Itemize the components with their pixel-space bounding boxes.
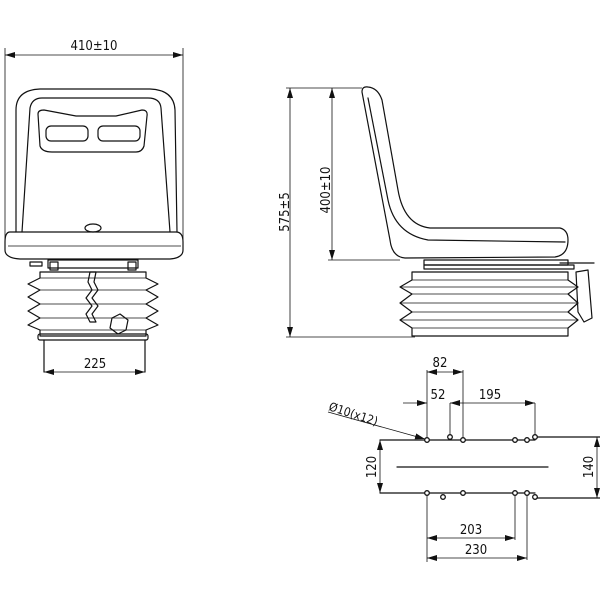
mounting-hole bbox=[460, 490, 466, 496]
mounting-hole bbox=[424, 490, 430, 496]
mounting-hole bbox=[532, 434, 538, 440]
dim-195-label: 195 bbox=[479, 388, 501, 403]
mounting-hole bbox=[424, 437, 430, 443]
mounting-hole bbox=[440, 494, 446, 500]
seat-back-outline bbox=[15, 88, 178, 233]
side-mount bbox=[423, 259, 595, 270]
handle-cutout bbox=[37, 109, 148, 153]
back-height-label: 400±10 bbox=[319, 167, 334, 214]
mounting-hole bbox=[512, 437, 518, 443]
handle-slot-left bbox=[45, 125, 89, 142]
dim-52-label: 52 bbox=[431, 388, 446, 403]
mounting-holes bbox=[424, 434, 538, 500]
seat-cushion bbox=[4, 231, 184, 260]
hole-note-label: Ø10(x12) bbox=[327, 400, 380, 429]
mounting-hole bbox=[447, 434, 453, 440]
mounting-hole bbox=[524, 490, 530, 496]
side-view: 575±5 400±10 bbox=[278, 86, 595, 338]
dim-140-label: 140 bbox=[582, 456, 597, 478]
bellows bbox=[27, 271, 159, 373]
height-adjust-lever bbox=[85, 271, 99, 323]
front-view: 410±10 225 bbox=[4, 39, 184, 375]
dim-203-label: 203 bbox=[460, 523, 482, 538]
mounting-hole bbox=[460, 437, 466, 443]
adjust-knob-icon bbox=[109, 313, 129, 335]
handle-slot-right bbox=[97, 125, 141, 142]
mounting-plan: 120 140 82 52 195 Ø10(x12) 203 230 bbox=[327, 356, 600, 562]
dim-230-label: 230 bbox=[465, 543, 487, 558]
mounting-hole bbox=[524, 437, 530, 443]
seat-profile bbox=[361, 86, 569, 259]
mounting-hole bbox=[532, 494, 538, 500]
dim-120-label: 120 bbox=[365, 456, 380, 478]
base-dimension-label: 225 bbox=[84, 357, 106, 372]
side-bellows bbox=[399, 271, 579, 337]
width-dimension-label: 410±10 bbox=[71, 39, 118, 54]
mounting-hole bbox=[512, 490, 518, 496]
suspension-mount bbox=[29, 259, 139, 271]
side-bracket bbox=[575, 269, 593, 323]
dim-82-label: 82 bbox=[433, 356, 448, 371]
total-height-label: 575±5 bbox=[278, 192, 293, 232]
